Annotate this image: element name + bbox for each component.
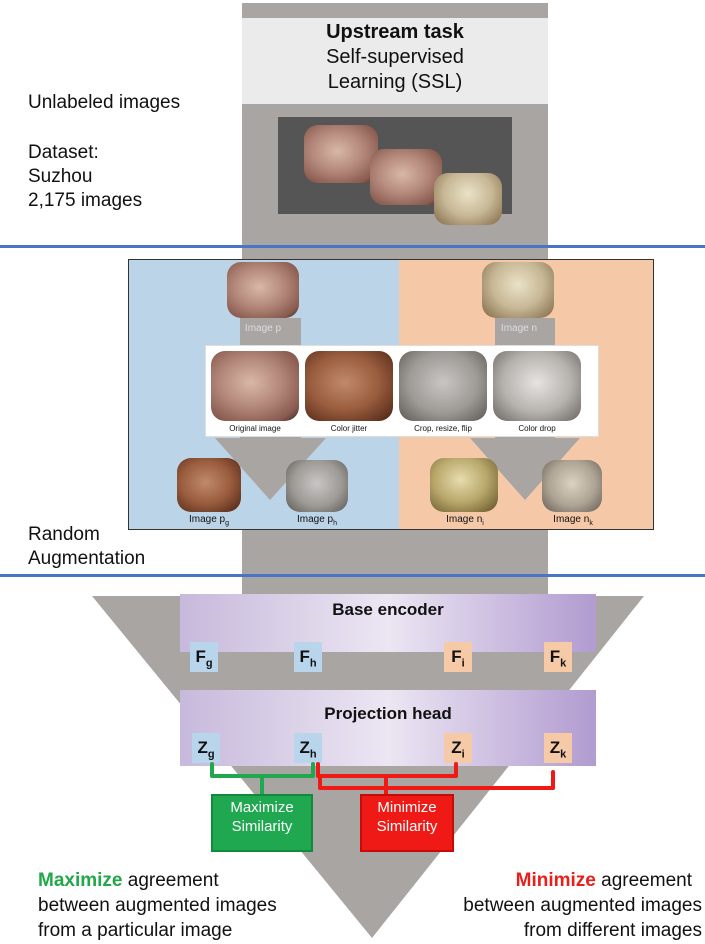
minimize-caption-line2: between augmented images: [463, 895, 702, 916]
maximize-caption: Maximize agreement between augmented ima…: [38, 868, 277, 943]
arrow-head-right: [470, 438, 580, 500]
image-ni-thumbnail: [430, 458, 498, 512]
strip-crop-resize-flip: [399, 351, 487, 421]
feature-chip-i: Fi: [444, 642, 472, 672]
image-pg-thumbnail: [177, 458, 241, 512]
maximize-box-line1: Maximize: [230, 799, 294, 816]
augmentation-examples-strip: Original image Color jitter Crop, resize…: [205, 345, 599, 437]
augmentation-label: Augmentation: [28, 548, 146, 569]
image-pg-label: Image pg: [188, 514, 230, 527]
projection-chip-g: Zg: [192, 733, 220, 763]
image-p-label: Image p: [244, 323, 282, 334]
image-ph-label: Image ph: [296, 514, 338, 527]
projection-chip-k: Zk: [544, 733, 572, 763]
upstream-title-box: Upstream task Self-supervised Learning (…: [242, 18, 548, 104]
strip-color-jitter: [305, 351, 393, 421]
maximize-caption-line3: from a particular image: [38, 920, 233, 941]
section-separator-2: [0, 574, 705, 577]
maximize-box-line2: Similarity: [231, 818, 293, 835]
base-encoder-bar: Base encoder: [180, 594, 596, 652]
strip-caption-4: Color drop: [518, 424, 556, 433]
minimize-caption-line3: from different images: [523, 920, 702, 941]
projection-chip-i: Zi: [444, 733, 472, 763]
feature-chip-h: Fh: [294, 642, 322, 672]
minimize-box-line1: Minimize: [377, 799, 437, 816]
upstream-subtitle-line1: Self-supervised: [326, 46, 464, 68]
image-n-label: Image n: [500, 323, 538, 334]
image-nk-thumbnail: [542, 460, 602, 512]
arrow-head-left: [215, 438, 326, 500]
projection-head-bar: Projection head: [180, 690, 596, 766]
feature-chip-g: Fg: [190, 642, 218, 672]
projection-head-title: Projection head: [324, 704, 452, 723]
sample-image-2: [370, 149, 442, 205]
minimize-bracket-hi: [316, 762, 458, 778]
strip-color-drop: [493, 351, 581, 421]
projection-chip-h: Zh: [294, 733, 322, 763]
sample-image-1: [304, 125, 378, 183]
unlabeled-images-label: Unlabeled images: [28, 92, 181, 113]
dataset-name: Suzhou: [28, 166, 93, 187]
image-nk-label: Image nk: [553, 514, 593, 527]
image-p-thumbnail: [227, 262, 299, 318]
upstream-title: Upstream task: [326, 21, 464, 43]
feature-chip-k: Fk: [544, 642, 572, 672]
upstream-subtitle-line2: Learning (SSL): [327, 71, 463, 93]
minimize-keyword: Minimize: [515, 870, 596, 891]
strip-caption-1: Original image: [229, 424, 281, 433]
minimize-bracket-hk: [318, 770, 555, 790]
minimize-caption: Minimize agreement between augmented ima…: [440, 868, 702, 943]
minimize-box-line2: Similarity: [376, 818, 438, 835]
maximize-caption-line2: between augmented images: [38, 895, 277, 916]
random-label: Random: [28, 524, 100, 545]
maximize-caption-line1: Maximize agreement: [38, 870, 219, 891]
maximize-keyword: Maximize: [38, 870, 123, 891]
strip-original-image: [211, 351, 299, 421]
strip-caption-3: Crop, resize, flip: [414, 424, 472, 433]
funnel-triangle: [92, 596, 644, 938]
sample-image-3: [434, 173, 502, 225]
section-separator-1: [0, 245, 705, 248]
base-encoder-title: Base encoder: [332, 600, 444, 619]
minimize-similarity-box: Minimize Similarity: [360, 794, 454, 852]
unlabeled-images-panel: [278, 117, 512, 225]
minimize-caption-line1: Minimize agreement: [515, 870, 692, 891]
maximize-similarity-box: Maximize Similarity: [211, 794, 313, 852]
image-ni-label: Image ni: [446, 514, 484, 527]
image-n-thumbnail: [482, 262, 554, 318]
dataset-count: 2,175 images: [28, 190, 143, 211]
strip-caption-2: Color jitter: [330, 424, 368, 433]
image-ph-thumbnail: [286, 460, 348, 512]
dataset-label: Dataset:: [28, 142, 99, 163]
